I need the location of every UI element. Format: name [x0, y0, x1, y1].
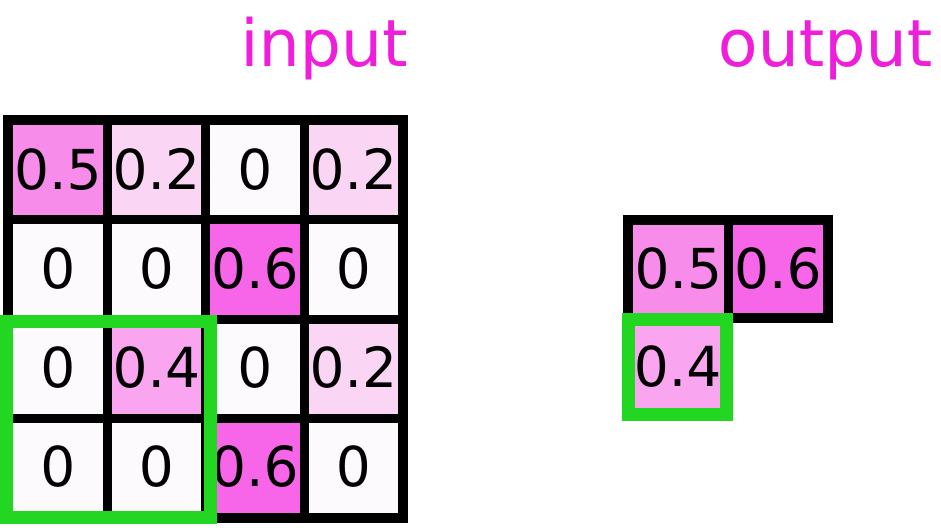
input-cell-r3c2: 0.6 [210, 422, 300, 513]
input-cell-r0c3: 0.2 [308, 125, 398, 216]
input-cell-r1c0: 0 [13, 224, 103, 315]
output-grid: 0.5 0.6 [623, 215, 833, 323]
input-cell-r2c0: 0 [13, 323, 103, 414]
input-cell-r1c3: 0 [308, 224, 398, 315]
input-cell-r0c0: 0.5 [13, 125, 103, 216]
input-cell-r0c1: 0.2 [111, 125, 201, 216]
output-cell-highlighted: 0.4 [622, 313, 733, 421]
output-cell-r0c0: 0.5 [633, 225, 724, 313]
input-cell-r2c3: 0.2 [308, 323, 398, 414]
input-cell-r3c0: 0 [13, 422, 103, 513]
input-cell-r1c2: 0.6 [210, 224, 300, 315]
output-cell-r0c1: 0.6 [732, 225, 823, 313]
input-cell-r3c3: 0 [308, 422, 398, 513]
input-cell-r1c1: 0 [111, 224, 201, 315]
input-label: input [240, 7, 408, 82]
pooling-window-highlight [0, 315, 217, 524]
output-label: output [717, 7, 933, 82]
input-cell-r3c1: 0 [111, 422, 201, 513]
input-cell-r2c2: 0 [210, 323, 300, 414]
input-cell-r2c1: 0.4 [111, 323, 201, 414]
input-grid: 0.5 0.2 0 0.2 0 0 0.6 0 0 0.4 0 0.2 0 0 … [3, 115, 408, 523]
input-cell-r0c2: 0 [210, 125, 300, 216]
